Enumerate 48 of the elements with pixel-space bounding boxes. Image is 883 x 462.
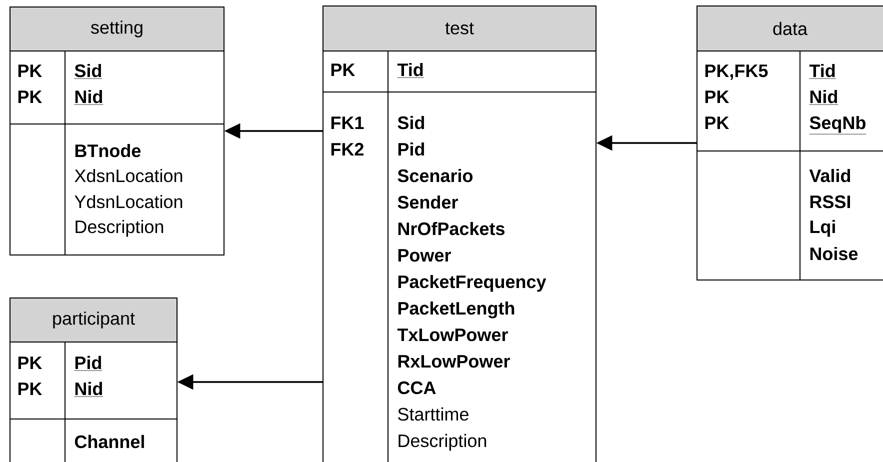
field-name: Scenario <box>398 168 473 182</box>
key-label: PK <box>18 64 42 77</box>
field-name: CCA <box>398 381 436 394</box>
field-name: Power <box>398 249 451 262</box>
key-label: PK,FK5 <box>705 64 768 80</box>
entity-table <box>696 6 883 280</box>
key-label: PK <box>705 90 730 103</box>
field-name: Tid <box>397 62 424 78</box>
field-name: BTnode <box>75 144 141 158</box>
field-name: Sid <box>74 64 102 79</box>
entity-table <box>10 297 178 462</box>
key-label: PK <box>18 382 42 395</box>
field-name: Nid <box>809 90 838 105</box>
field-name: NrOfPackets <box>398 222 504 236</box>
key-label: PK <box>18 356 42 369</box>
key-label: PK <box>705 116 730 129</box>
table-title: test <box>445 22 474 34</box>
table-title: participant <box>53 312 135 328</box>
field-name: Nid <box>74 90 104 105</box>
field-name: XdsnLocation <box>74 168 182 182</box>
field-name: Tid <box>809 64 836 79</box>
field-name: Sid <box>398 116 424 130</box>
field-name: YdsnLocation <box>74 194 182 208</box>
field-name: PacketFrequency <box>398 274 546 292</box>
field-name: Lqi <box>810 220 835 237</box>
field-name: PacketLength <box>398 301 514 318</box>
field-name: Description <box>76 220 164 237</box>
field-name: Pid <box>74 356 102 371</box>
field-name: TxLowPower <box>397 328 508 342</box>
field-name: Description <box>398 434 486 451</box>
key-label: FK2 <box>331 142 364 156</box>
field-name: Sender <box>398 195 458 209</box>
key-label: FK1 <box>331 116 364 129</box>
entity-table <box>10 6 224 256</box>
field-name: Nid <box>74 382 104 397</box>
field-name: Starttime <box>398 407 468 421</box>
field-name: Valid <box>809 168 850 182</box>
field-name: Noise <box>810 246 858 260</box>
table-title: data <box>773 22 808 36</box>
field-name: RxLowPower <box>398 355 510 368</box>
table-title: setting <box>91 20 142 38</box>
key-label: PK <box>331 64 356 76</box>
field-name: RSSI <box>810 195 850 208</box>
entity-table <box>322 6 596 462</box>
field-name: SeqNb <box>809 116 866 134</box>
field-name: Channel <box>74 434 144 448</box>
field-name: Pid <box>398 142 424 156</box>
key-label: PK <box>18 90 42 103</box>
